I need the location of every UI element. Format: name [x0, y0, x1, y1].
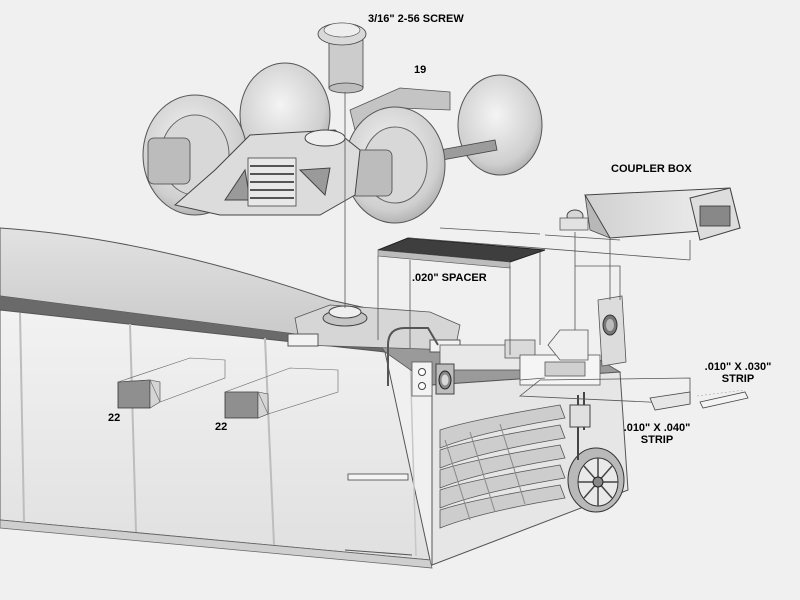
- strip-030-label: .010" X .030" STRIP: [692, 361, 784, 385]
- bottom-rail: [344, 549, 413, 556]
- screw-label: 3/16" 2-56 SCREW: [368, 13, 464, 25]
- spacer-label: .020" SPACER: [412, 272, 487, 284]
- brake-housing: [569, 404, 591, 428]
- brake-wheel: [567, 447, 625, 513]
- truck-assembly: [142, 22, 543, 224]
- strip-030-word: STRIP: [721, 373, 755, 385]
- part-22-block-left: [117, 357, 226, 409]
- wheel-rear-right: [457, 74, 543, 176]
- side-grab-bar: [347, 473, 409, 481]
- part-19-label: 19: [414, 64, 427, 76]
- part-22-right-label: 22: [215, 421, 228, 433]
- strip-040-word: STRIP: [640, 434, 674, 446]
- panel-seam: [129, 323, 137, 533]
- screw: [317, 22, 367, 94]
- side-frame-window: [224, 168, 251, 201]
- bearing-box-left: [147, 137, 191, 185]
- end-plate-bolt: [418, 368, 426, 376]
- hopper-slope-sheets: [439, 404, 566, 529]
- strip-030-dimension: .010" X .030": [704, 361, 772, 373]
- truck-center-plate: [304, 129, 346, 147]
- hopper-car-body: [0, 227, 629, 569]
- spring-nest: [247, 157, 297, 207]
- end-bracket: [547, 329, 589, 361]
- part-22-block-right: [224, 367, 339, 419]
- panel-seam: [264, 337, 275, 546]
- side-frame-window: [298, 167, 331, 197]
- grab-iron: [387, 327, 439, 386]
- end-plate-bolt: [418, 382, 426, 390]
- part-22-left-label: 22: [108, 412, 121, 424]
- panel-seam: [19, 312, 25, 523]
- car-bottom-sill: [0, 519, 433, 569]
- end-post-lamp-lens: [606, 319, 614, 331]
- coupler-box: [559, 187, 741, 241]
- strip-040-label: .010" X .040" STRIP: [611, 422, 703, 446]
- strip-030: [699, 391, 749, 409]
- side-bearing: [287, 333, 319, 347]
- end-plate: [411, 361, 433, 397]
- strip-040: [518, 377, 691, 411]
- coupler-pocket-inner: [544, 361, 586, 377]
- strip-040-dimension: .010" X .040": [623, 422, 691, 434]
- assembly-guide-lines: [344, 92, 691, 381]
- panel-seam: [409, 351, 417, 557]
- leader-030: [696, 389, 746, 397]
- corner-lamp-lens: [441, 374, 449, 386]
- spacer-plate: [377, 237, 546, 269]
- coupler-box-label: COUPLER BOX: [611, 163, 692, 175]
